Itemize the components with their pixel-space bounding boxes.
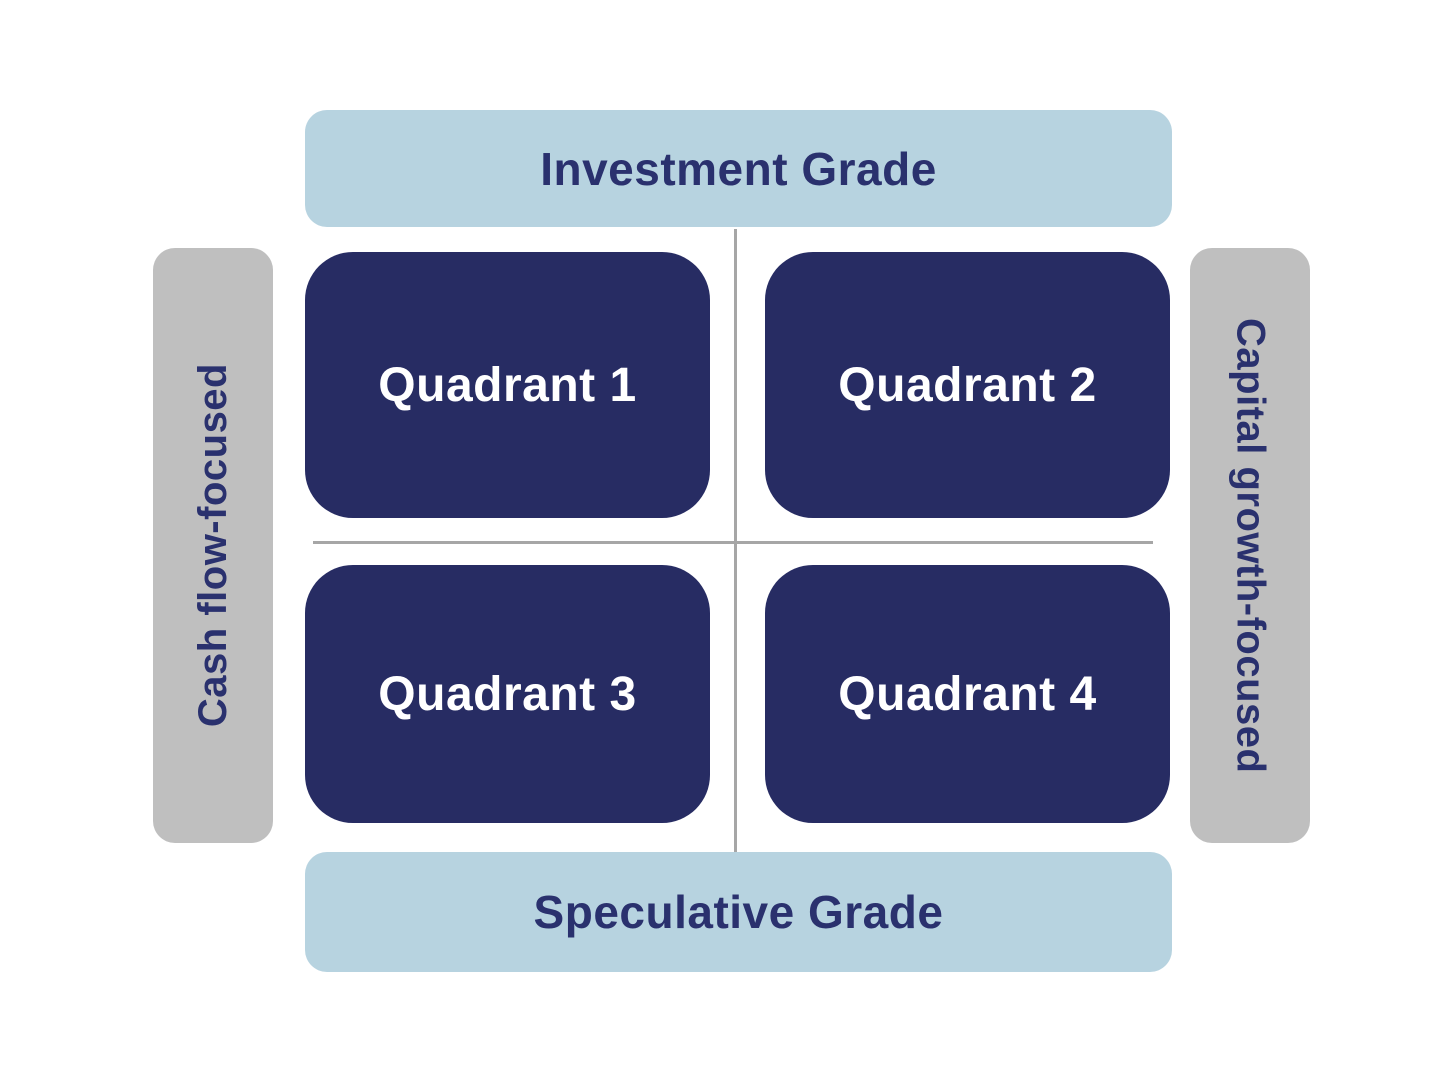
bottom-axis-banner: Speculative Grade: [305, 852, 1172, 972]
bottom-axis-label: Speculative Grade: [533, 886, 944, 938]
top-axis-banner: Investment Grade: [305, 110, 1172, 227]
right-axis-banner: Capital growth-focused: [1190, 248, 1310, 843]
vertical-divider-line: [734, 229, 737, 852]
quadrant-3-box: Quadrant 3: [305, 565, 710, 823]
quadrant-1-box: Quadrant 1: [305, 252, 710, 518]
quadrant-3-label: Quadrant 3: [378, 667, 637, 721]
horizontal-divider-line: [313, 541, 1153, 544]
left-axis-banner: Cash flow-focused: [153, 248, 273, 843]
quadrant-2-box: Quadrant 2: [765, 252, 1170, 518]
quadrant-1-label: Quadrant 1: [378, 358, 637, 412]
quadrant-4-box: Quadrant 4: [765, 565, 1170, 823]
quadrant-2-label: Quadrant 2: [838, 358, 1097, 412]
right-axis-label: Capital growth-focused: [1228, 317, 1273, 774]
left-axis-label: Cash flow-focused: [190, 363, 235, 728]
quadrant-4-label: Quadrant 4: [838, 667, 1097, 721]
top-axis-label: Investment Grade: [540, 142, 937, 195]
